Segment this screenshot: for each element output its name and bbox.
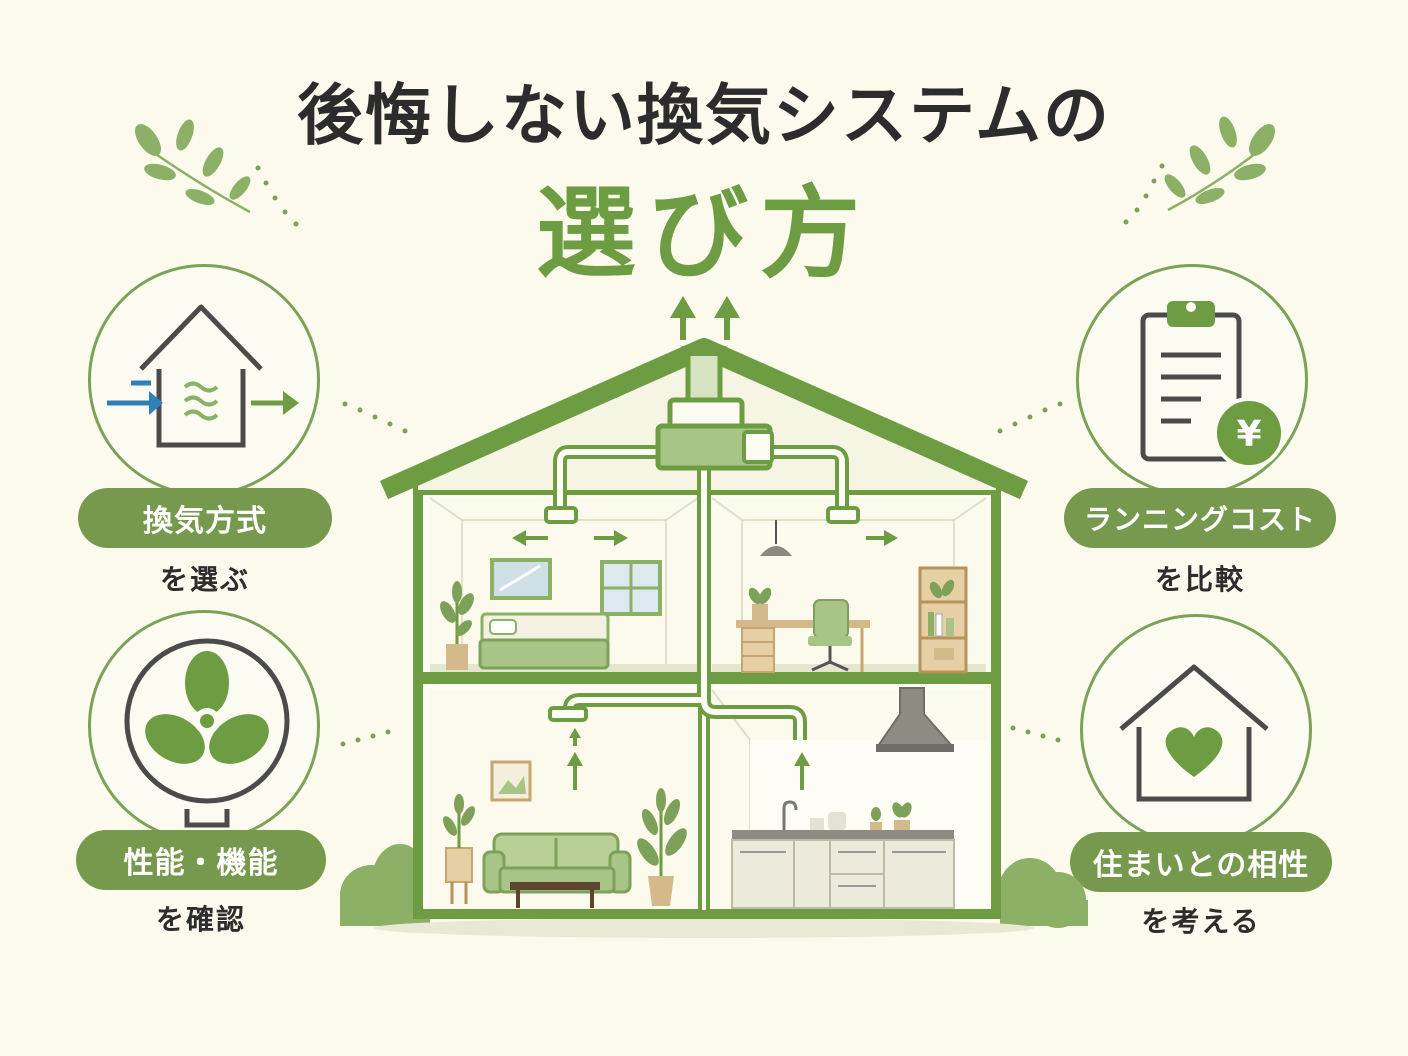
house-heart-icon (1119, 664, 1269, 802)
point-sub-compatibility: を考える (1141, 905, 1261, 938)
point-sub-ventilation: を選ぶ (159, 563, 250, 596)
point-sub-cost: を比較 (1154, 563, 1245, 596)
point-circle-ventilation (88, 264, 320, 496)
point-circle-cost: ¥ (1076, 264, 1308, 496)
point-label-performance: 性能・機能 (76, 830, 326, 890)
page-title: 後悔しない換気システムの (296, 77, 1112, 154)
clipboard-yen-icon: ¥ (1140, 301, 1285, 469)
page-subtitle: 選び方 (536, 175, 872, 292)
yen-symbol: ¥ (1236, 414, 1261, 455)
point-label-compatibility: 住まいとの相性 (1070, 832, 1332, 892)
fan-icon (124, 638, 290, 828)
point-label-ventilation: 換気方式 (78, 488, 332, 548)
living-room-illustration (443, 760, 687, 908)
point-circle-performance (88, 610, 320, 842)
bush-right-icon (998, 858, 1088, 928)
point-label-cost: ランニングコスト (1064, 488, 1336, 548)
point-sub-performance: を確認 (155, 903, 246, 936)
house-airflow-icon (107, 304, 299, 448)
bedroom-illustration (440, 558, 662, 670)
study-room-illustration (736, 520, 968, 674)
kitchen-illustration (731, 687, 955, 909)
